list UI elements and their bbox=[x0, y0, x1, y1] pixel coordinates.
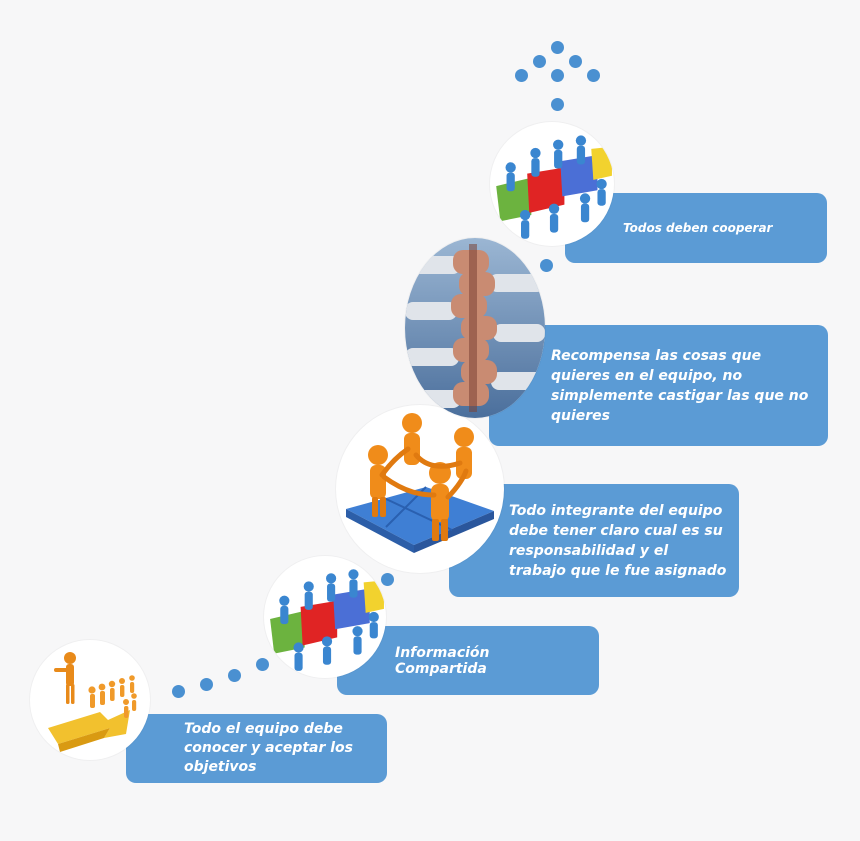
step-5-label: Todos deben cooperar bbox=[623, 221, 773, 235]
step-1-box: Todo el equipo debe conocer y aceptar lo… bbox=[126, 714, 387, 783]
connector-dot bbox=[256, 658, 269, 671]
step-2-image bbox=[264, 556, 386, 678]
stacked-hands-icon bbox=[405, 238, 545, 418]
arrow-dot bbox=[533, 55, 546, 68]
step-3-label: Todo integrante del equipo debe tener cl… bbox=[509, 502, 727, 579]
step-2-label: Información Compartida bbox=[395, 644, 490, 677]
step-3-image bbox=[336, 405, 504, 573]
puzzle-team-icon bbox=[496, 135, 612, 239]
connector-dot bbox=[200, 678, 213, 691]
arrow-dot bbox=[551, 69, 564, 82]
connector-dot bbox=[172, 685, 185, 698]
team-circle-puzzle-icon bbox=[346, 413, 494, 553]
arrow-dot bbox=[569, 55, 582, 68]
puzzle-team-icon bbox=[270, 569, 384, 671]
arrow-dot bbox=[515, 69, 528, 82]
connector-dot bbox=[540, 259, 553, 272]
step-1-label: Todo el equipo debe conocer y aceptar lo… bbox=[184, 721, 354, 775]
step-4-label: Recompensa las cosas que quieres en el e… bbox=[551, 347, 809, 424]
step-5-image bbox=[490, 122, 614, 246]
arrow-dot bbox=[551, 41, 564, 54]
step-1-image bbox=[30, 640, 150, 760]
arrow-dot bbox=[587, 69, 600, 82]
step-4-image bbox=[405, 238, 545, 418]
leader-followers-arrow-icon bbox=[48, 652, 137, 752]
arrow-dot bbox=[551, 98, 564, 111]
connector-dot bbox=[381, 573, 394, 586]
connector-dot bbox=[228, 669, 241, 682]
step-4-box: Recompensa las cosas que quieres en el e… bbox=[489, 325, 828, 446]
